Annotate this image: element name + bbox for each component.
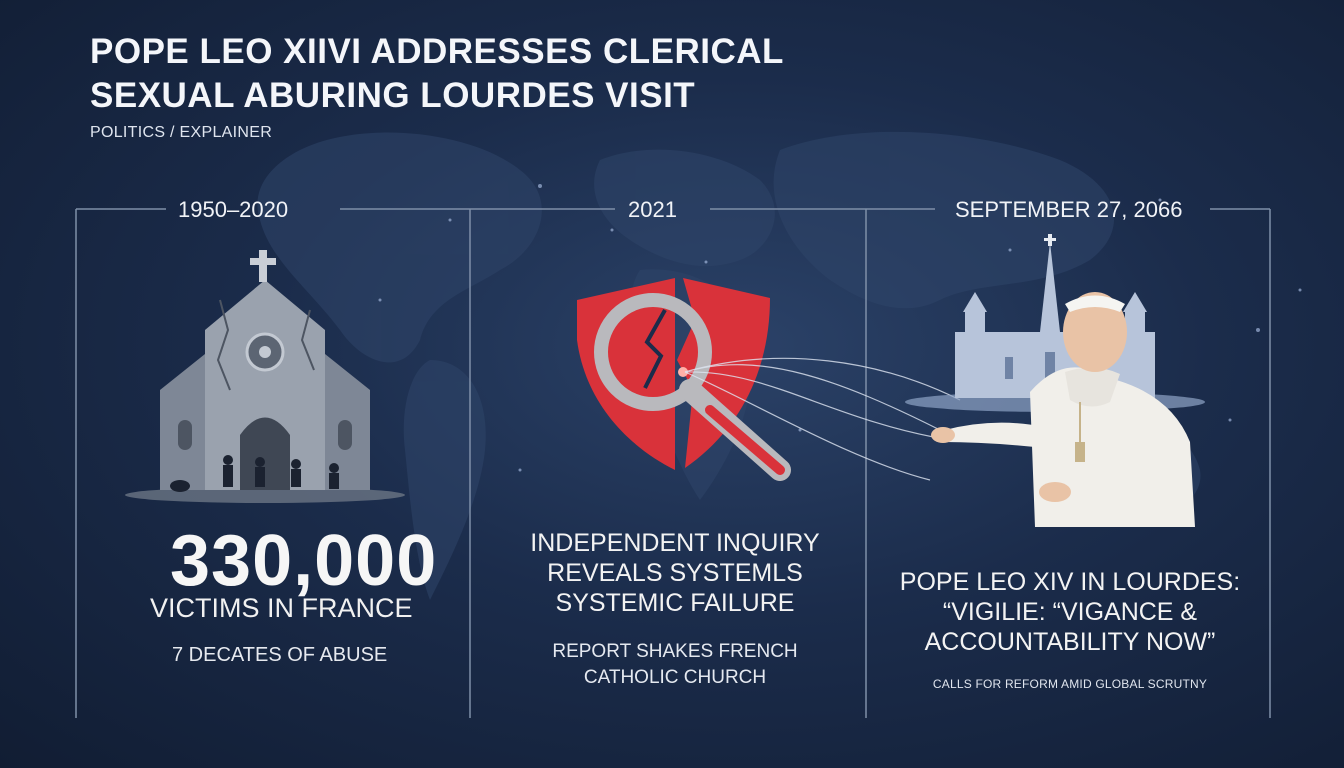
connection-lines [684, 357, 961, 481]
title-line-2: SEXUAL ABURING LOURDES VISIT [90, 76, 696, 115]
cracked-church-icon [125, 250, 405, 503]
title-line-1: POPE LEO XIIVI ADDRESSES CLERICAL [90, 32, 784, 71]
lourdes-headline-line-3: ACCOUNTABILITY NOW” [924, 628, 1216, 656]
date-column-3: SEPTEMBER 27, 2066 [955, 197, 1183, 222]
inquiry-detail: REPORT SHAKES FRENCH CATHOLIC CHURCH [500, 639, 850, 691]
lourdes-headline-line-1: POPE LEO XIV IN LOURDES: [899, 568, 1241, 596]
victim-count-label: VICTIMS IN FRANCE [150, 593, 413, 623]
broken-shield-magnifier-icon [577, 278, 791, 481]
inquiry-detail-line-2: CATHOLIC CHURCH [583, 667, 767, 688]
pope-basilica-icon [905, 234, 1205, 527]
page-title: POPE LEO XIIVI ADDRESSES CLERICAL SEXUAL… [90, 30, 990, 118]
inquiry-headline-line-3: SYSTEMIC FAILURE [555, 589, 795, 617]
lourdes-headline: POPE LEO XIV IN LOURDES: “VIGILIE: “VIGA… [880, 567, 1260, 657]
lourdes-detail: CALLS FOR REFORM AMID GLOBAL SCRUTNY [932, 677, 1208, 691]
date-column-2: 2021 [628, 197, 677, 222]
inquiry-headline: INDEPENDENT INQUIRY REVEALS SYSTEMLS SYS… [500, 528, 850, 618]
lourdes-headline-line-2: “VIGILIE: “VIGANCE & [942, 598, 1198, 626]
date-column-1: 1950–2020 [178, 197, 289, 222]
category-label: POLITICS / EXPLAINER [90, 124, 273, 141]
inquiry-headline-line-2: REVEALS SYSTEMLS [547, 559, 803, 587]
abuse-duration: 7 DECATES OF ABUSE [172, 644, 388, 666]
inquiry-detail-line-1: REPORT SHAKES FRENCH [552, 641, 798, 662]
inquiry-headline-line-1: INDEPENDENT INQUIRY [530, 529, 820, 557]
victim-count: 330,000 [170, 521, 438, 601]
